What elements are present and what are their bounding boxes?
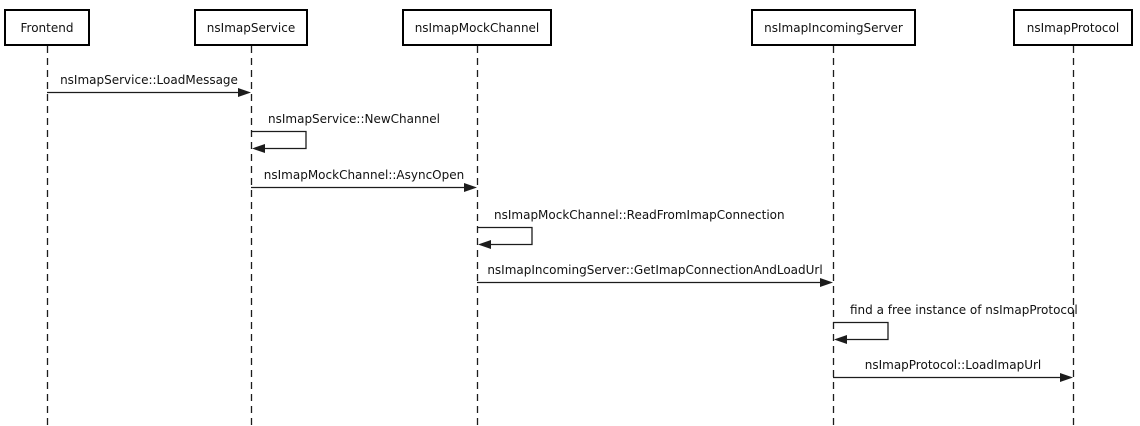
message-arrowhead-2 — [464, 183, 477, 192]
actor-box-ns-imap-service: nsImapService — [194, 9, 308, 46]
message-arrowhead-4 — [820, 278, 833, 287]
actor-label: nsImapIncomingServer — [764, 20, 903, 35]
self-message-line-5 — [833, 321, 889, 341]
self-message-label: nsImapService::NewChannel — [268, 112, 440, 126]
self-message-label: find a free instance of nsImapProtocol — [850, 303, 1078, 317]
message-arrowhead-0 — [238, 88, 251, 97]
message-arrowhead-6 — [1060, 373, 1073, 382]
self-message-arrowhead-5 — [834, 335, 847, 344]
self-message-arrowhead-3 — [478, 240, 491, 249]
actor-box-ns-imap-incoming-server: nsImapIncomingServer — [751, 9, 916, 46]
self-message-line-1 — [251, 130, 307, 150]
message-label: nsImapMockChannel::AsyncOpen — [263, 168, 465, 182]
message-label: nsImapService::LoadMessage — [60, 73, 238, 87]
self-message-label: nsImapMockChannel::ReadFromImapConnectio… — [494, 208, 785, 222]
actor-label: nsImapService — [206, 20, 296, 35]
self-message-line-3 — [477, 226, 533, 246]
message-label: nsImapProtocol::LoadImapUrl — [864, 358, 1042, 372]
actor-box-ns-imap-mock-channel: nsImapMockChannel — [402, 9, 552, 46]
message-label: nsImapIncomingServer::GetImapConnectionA… — [487, 263, 823, 277]
actor-box-ns-imap-protocol: nsImapProtocol — [1013, 9, 1133, 46]
self-message-arrowhead-1 — [252, 144, 265, 153]
actor-label: nsImapMockChannel — [414, 20, 540, 35]
actor-label: nsImapProtocol — [1026, 20, 1120, 35]
actor-box-frontend: Frontend — [4, 9, 90, 46]
actor-label: Frontend — [20, 20, 74, 35]
